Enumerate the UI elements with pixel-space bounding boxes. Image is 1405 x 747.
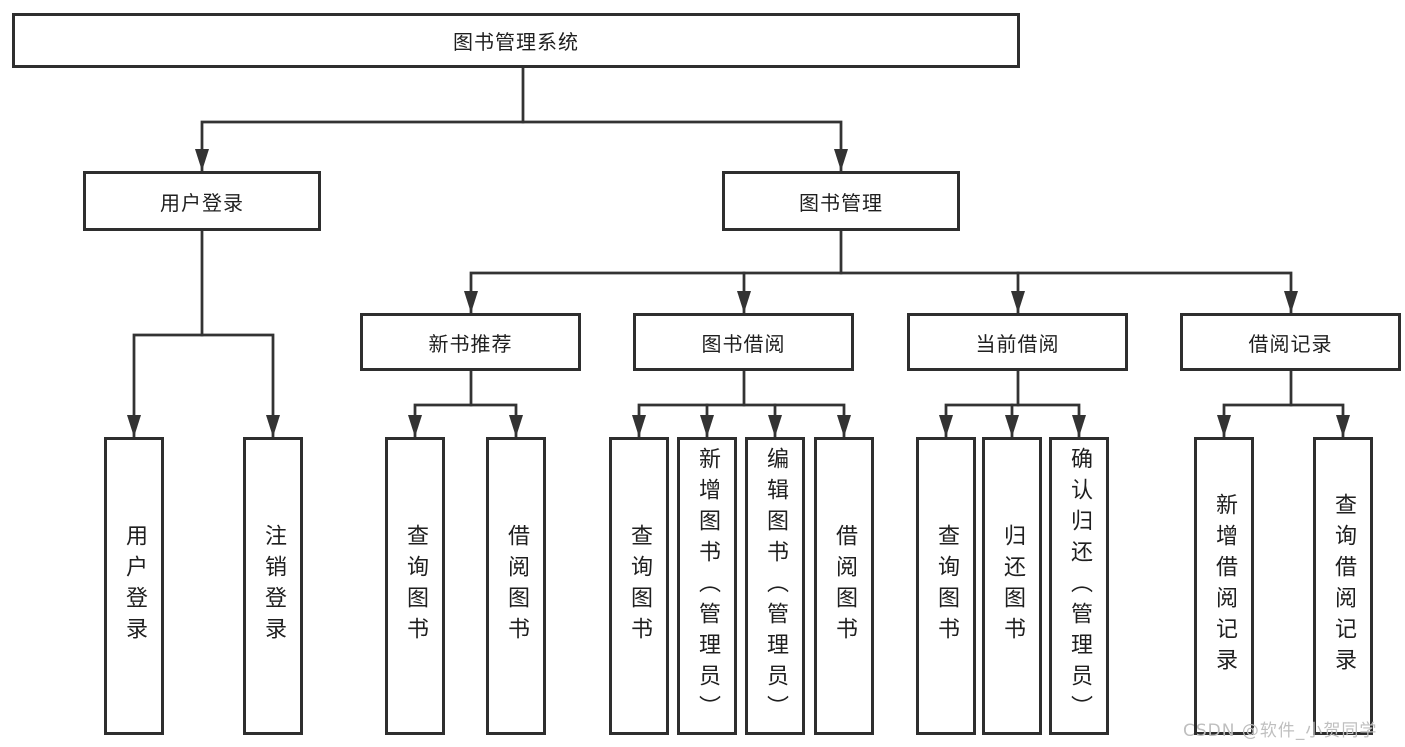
leaf-query-books-recommend: 查询图书 bbox=[385, 437, 445, 735]
leaf-user-login: 用户登录 bbox=[104, 437, 164, 735]
leaf-borrow-books: 借阅图书 bbox=[814, 437, 874, 735]
node-user-login: 用户登录 bbox=[83, 171, 321, 231]
node-book-management: 图书管理 bbox=[722, 171, 960, 231]
leaf-query-borrow-record: 查询借阅记录 bbox=[1313, 437, 1373, 735]
node-new-book-recommend: 新书推荐 bbox=[360, 313, 581, 371]
leaf-add-borrow-record: 新增借阅记录 bbox=[1194, 437, 1254, 735]
node-borrow-records: 借阅记录 bbox=[1180, 313, 1401, 371]
leaf-query-books-current: 查询图书 bbox=[916, 437, 976, 735]
leaf-return-book: 归还图书 bbox=[982, 437, 1042, 735]
leaf-query-books-borrow: 查询图书 bbox=[609, 437, 669, 735]
node-book-borrow: 图书借阅 bbox=[633, 313, 854, 371]
leaf-edit-book-admin: 编辑图书（管理员） bbox=[745, 437, 805, 735]
leaf-borrow-books-recommend: 借阅图书 bbox=[486, 437, 546, 735]
leaf-add-book-admin: 新增图书（管理员） bbox=[677, 437, 737, 735]
csdn-watermark: CSDN @软件_小贺同学 bbox=[1183, 721, 1378, 741]
leaf-confirm-return-admin: 确认归还（管理员） bbox=[1049, 437, 1109, 735]
node-library-system: 图书管理系统 bbox=[12, 13, 1020, 68]
node-current-borrow: 当前借阅 bbox=[907, 313, 1128, 371]
leaf-logout: 注销登录 bbox=[243, 437, 303, 735]
